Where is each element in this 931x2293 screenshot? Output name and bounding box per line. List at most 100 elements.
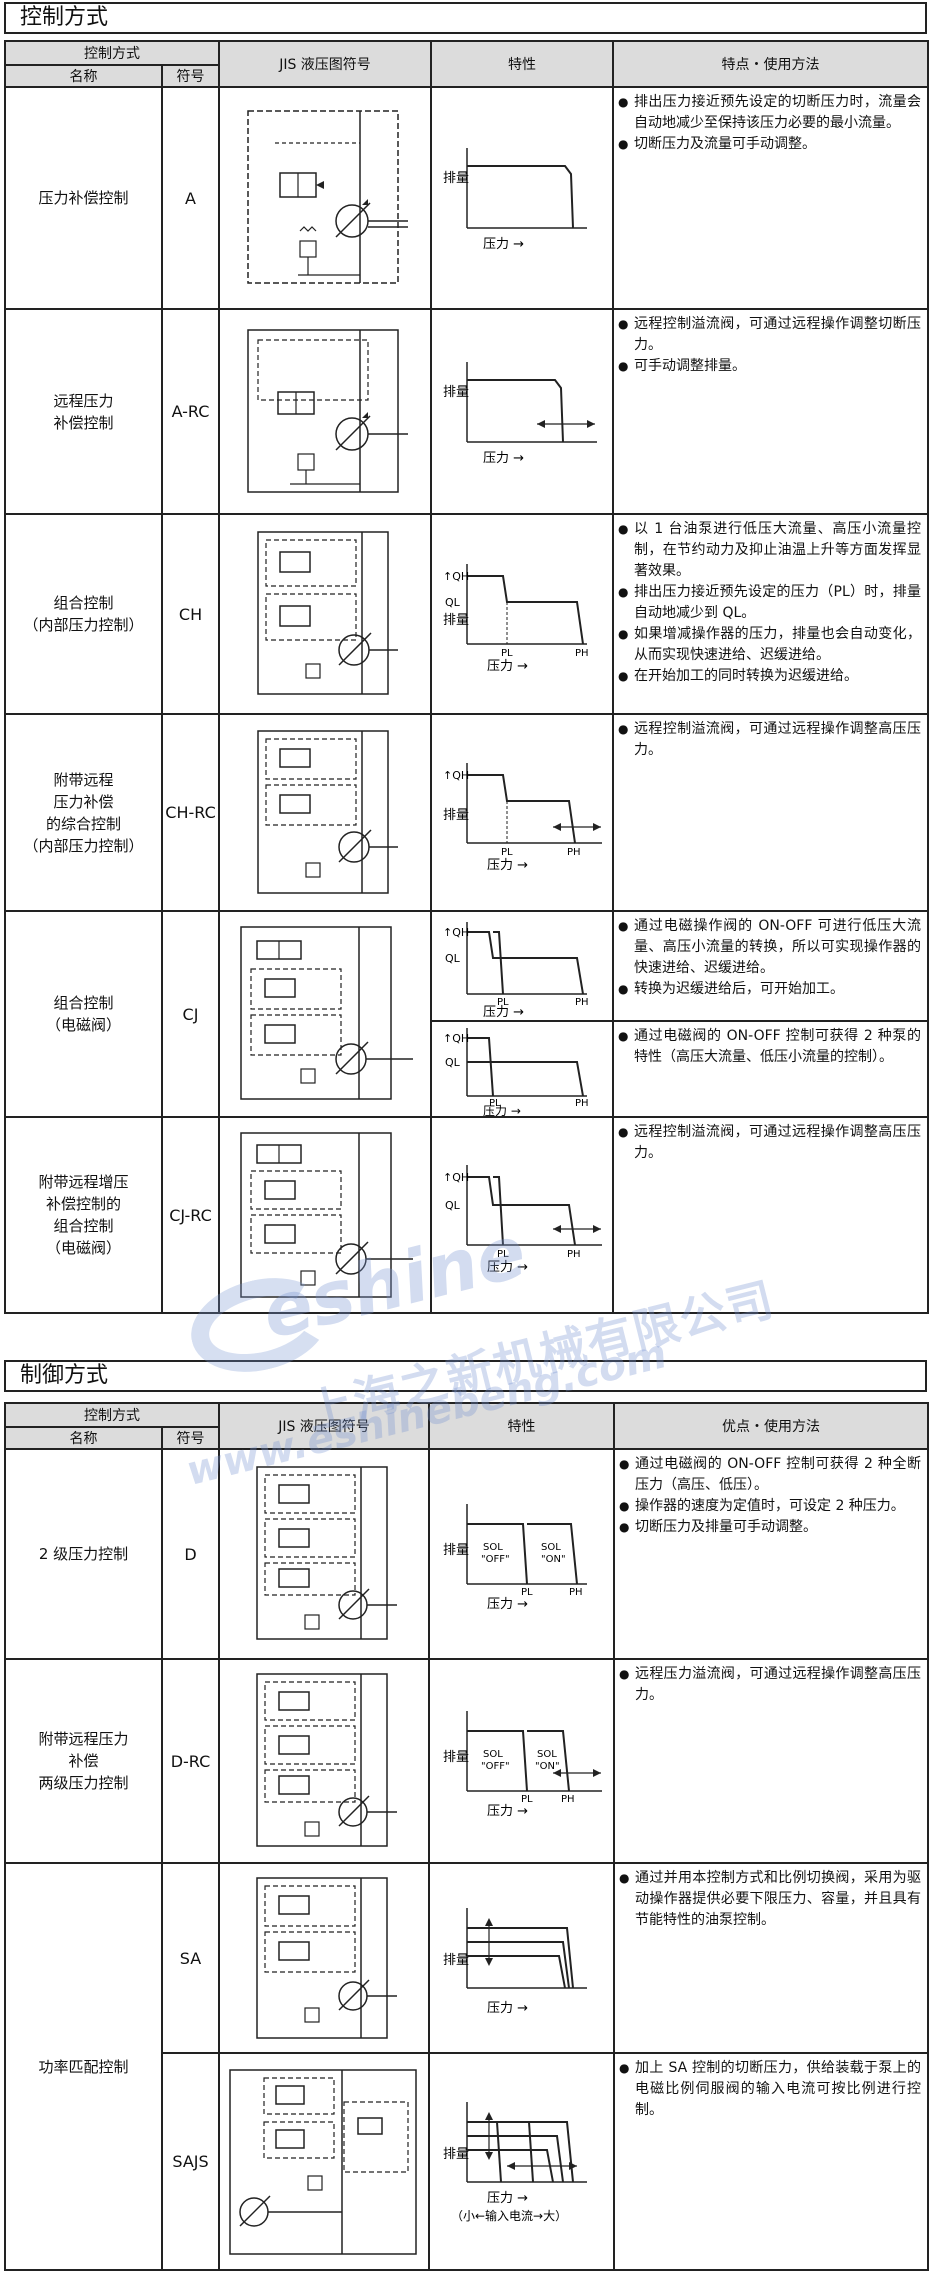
jis-symbol-diagram	[218, 1862, 430, 2054]
x-axis-label: 压力 →	[487, 1260, 528, 1275]
table-row: 组合控制（内部压力控制） CH ↑QH	[4, 513, 929, 715]
characteristic-graph: SOL "OFF" SOL "ON" 排量 PL PH 压力 →	[428, 1448, 615, 1660]
ph-label: PH	[567, 1249, 581, 1260]
jis-symbol-diagram	[218, 910, 432, 1118]
graph-a-rc: 排量 压力 →	[443, 361, 597, 466]
y-axis-label: 排量	[443, 171, 469, 186]
table-row: 远程压力补偿控制 A-RC	[4, 308, 929, 515]
x-axis-label: 压力 →	[487, 858, 528, 873]
pl-label: PL	[521, 1587, 533, 1598]
row-code: A-RC	[161, 308, 220, 515]
input-current-label: （小←输入电流→大）	[451, 2208, 567, 2223]
feature-item: 以 1 台油泵进行低压大流量、高压小流量控制，在节约动力及抑止油温上升等方面发挥…	[618, 519, 921, 582]
graph-d-rc: SOL "OFF" SOL "ON" 排量 PL PH 压力 →	[443, 1711, 602, 1819]
characteristic-graph: 排量 压力 →	[430, 308, 614, 515]
qh-label: ↑QH	[443, 570, 469, 583]
row-name: 附带远程压力补偿的综合控制（内部压力控制）	[4, 713, 163, 912]
hydraulic-symbol-ch	[257, 531, 398, 695]
header-jis-symbol: JIS 液压图符号	[218, 1402, 430, 1450]
feature-item: 切断压力及排量可手动调整。	[619, 1517, 921, 1538]
hydraulic-symbol-ch-rc	[257, 729, 398, 894]
features-cell: 远程压力溢流阀，可通过远程操作调整高压压力。	[613, 1658, 929, 1864]
sol-off-label: SOL	[483, 1542, 503, 1553]
x-axis-label: 压力 →	[487, 1804, 528, 1819]
row-code: D-RC	[161, 1658, 220, 1864]
header-features: 优点・使用方法	[613, 1402, 929, 1450]
graph-ch: ↑QH QL 排量 PL PH 压力 →	[443, 564, 589, 674]
graph-ch-rc: ↑QH 排量 PL PH 压力 →	[443, 762, 602, 873]
y-axis-label: 排量	[443, 808, 469, 823]
row-code: CH-RC	[161, 713, 220, 912]
feature-item: 在开始加工的同时转换为迟缓进给。	[618, 666, 921, 687]
table-row: 附带远程压力补偿两级压力控制 D-RC	[4, 1658, 929, 1864]
hydraulic-symbol-d	[256, 1466, 397, 1640]
row-code: SA	[161, 1862, 220, 2054]
sol-off-label: SOL	[483, 1749, 503, 1760]
features-cell: 远程控制溢流阀，可通过远程操作调整切断压力。 可手动调整排量。	[612, 308, 929, 515]
feature-item: 排出压力接近预先设定的压力（PL）时，排量自动地减少到 QL。	[618, 582, 921, 624]
qh-label: ↑QH	[443, 926, 469, 939]
header-control: 控制方式	[4, 40, 220, 66]
table-row: ↑QH QL PL PH 压力 → 通过电磁阀的 ON-OFF 控制可获得 2 …	[5, 1020, 929, 1118]
sol-off-state: "OFF"	[481, 1761, 510, 1772]
control-method-table: 控制方式 JIS 液压图符号 特性 特点・使用方法 名称 符号 压力补偿控制 A	[4, 40, 929, 1314]
x-axis-label: 压力 →	[487, 2001, 528, 2016]
feature-item: 操作器的速度为定值时，可设定 2 种压力。	[619, 1496, 921, 1517]
characteristic-graph: 排量 压力 →	[428, 1862, 615, 2054]
jis-symbol-diagram	[218, 513, 432, 715]
header-jis-symbol: JIS 液压图符号	[218, 40, 432, 88]
row-code: CJ-RC	[161, 1116, 220, 1314]
feature-item: 如果增减操作器的压力，排量也会自动变化，从而实现快速进给、迟缓进给。	[618, 624, 921, 666]
jis-symbol-diagram	[218, 1658, 430, 1864]
feature-item: 切断压力及流量可手动调整。	[618, 134, 921, 155]
row-name: 压力补偿控制	[4, 86, 163, 310]
table-row: 功率匹配控制 SA	[4, 1862, 929, 2271]
row-name: 远程压力补偿控制	[4, 308, 163, 515]
characteristic-graph: ↑QH QL PL PH 压力 →	[430, 1116, 614, 1314]
graph-sa: 排量 压力 →	[443, 1908, 587, 2016]
characteristic-graph: 排量 压力 →	[430, 86, 614, 310]
graph-cj-1: ↑QH QL PL PH 压力 →	[443, 922, 589, 1018]
features-cell: 远程控制溢流阀，可通过远程操作调整高压压力。	[612, 1116, 929, 1314]
pl-label: PL	[489, 1098, 501, 1109]
jis-symbol-diagram	[218, 86, 432, 310]
features-cell: 排出压力接近预先设定的切断压力时，流量会自动地减少至保持该压力必要的最小流量。 …	[612, 86, 929, 310]
qh-label: ↑QH	[443, 769, 469, 782]
x-axis-label: 压力 →	[487, 2191, 528, 2206]
hydraulic-symbol-cj	[240, 926, 413, 1100]
features-cell: 通过并用本控制方式和比例切换阀，采用为驱动操作器提供必要下限压力、容量，并且具有…	[613, 1862, 929, 2054]
row-name: 功率匹配控制	[4, 1862, 163, 2271]
feature-item: 远程控制溢流阀，可通过远程操作调整切断压力。	[618, 314, 921, 356]
x-axis-label: 压力 →	[483, 237, 524, 252]
jis-symbol-diagram	[218, 1116, 432, 1314]
table-row: 2 级压力控制 D	[4, 1448, 929, 1660]
ph-label: PH	[575, 648, 589, 659]
sol-on-state: "ON"	[535, 1761, 560, 1772]
header-code: 符号	[161, 64, 220, 88]
feature-item: 通过电磁阀的 ON-OFF 控制可获得 2 种泵的特性（高压大流量、低压小流量的…	[618, 1026, 921, 1068]
control-system-table: 控制方式 JIS 液压图符号 特性 优点・使用方法 名称 符号 2 级压力控制 …	[4, 1402, 929, 2271]
table-row: SAJS	[5, 2052, 929, 2271]
graph-a: 排量 压力 →	[443, 148, 587, 252]
x-axis-label: 压力 →	[487, 1597, 528, 1612]
y-axis-label: 排量	[443, 1953, 469, 1968]
jis-symbol-diagram	[218, 713, 432, 912]
hydraulic-symbol-cj-rc	[240, 1132, 413, 1298]
x-axis-label: 压力 →	[487, 659, 528, 674]
qh-label: ↑QH	[443, 1032, 469, 1045]
y-axis-label: 排量	[443, 1750, 469, 1765]
ql-label: QL	[445, 1199, 461, 1212]
jis-symbol-diagram	[218, 1448, 430, 1660]
ph-label: PH	[575, 1098, 589, 1109]
pl-label: PL	[497, 997, 509, 1008]
ql-label: QL	[445, 1056, 461, 1069]
characteristic-graph: ↑QH 排量 PL PH 压力 →	[430, 713, 614, 912]
features-cell: 通过电磁阀的 ON-OFF 控制可获得 2 种泵的特性（高压大流量、低压小流量的…	[612, 1020, 929, 1118]
header-features: 特点・使用方法	[612, 40, 929, 88]
row-name: 附带远程增压补偿控制的组合控制（电磁阀）	[4, 1116, 163, 1314]
features-cell: 通过电磁操作阀的 ON-OFF 可进行低压大流量、高压小流量的转换，所以可实现操…	[612, 910, 929, 1022]
graph-cj-rc: ↑QH QL PL PH 压力 →	[443, 1165, 602, 1275]
ph-label: PH	[561, 1794, 575, 1805]
row-code: CJ	[161, 910, 220, 1118]
ph-label: PH	[569, 1587, 583, 1598]
